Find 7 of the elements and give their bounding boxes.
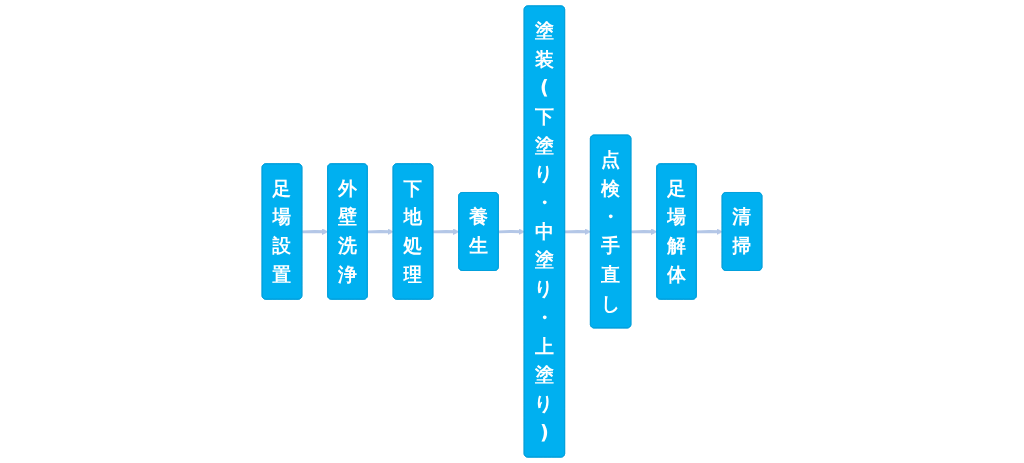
arrow — [433, 228, 460, 235]
arrow — [564, 228, 592, 235]
arrow — [367, 228, 394, 235]
arrow — [696, 228, 723, 235]
arrow — [498, 228, 525, 235]
arrow — [631, 228, 658, 235]
arrow — [302, 228, 329, 235]
